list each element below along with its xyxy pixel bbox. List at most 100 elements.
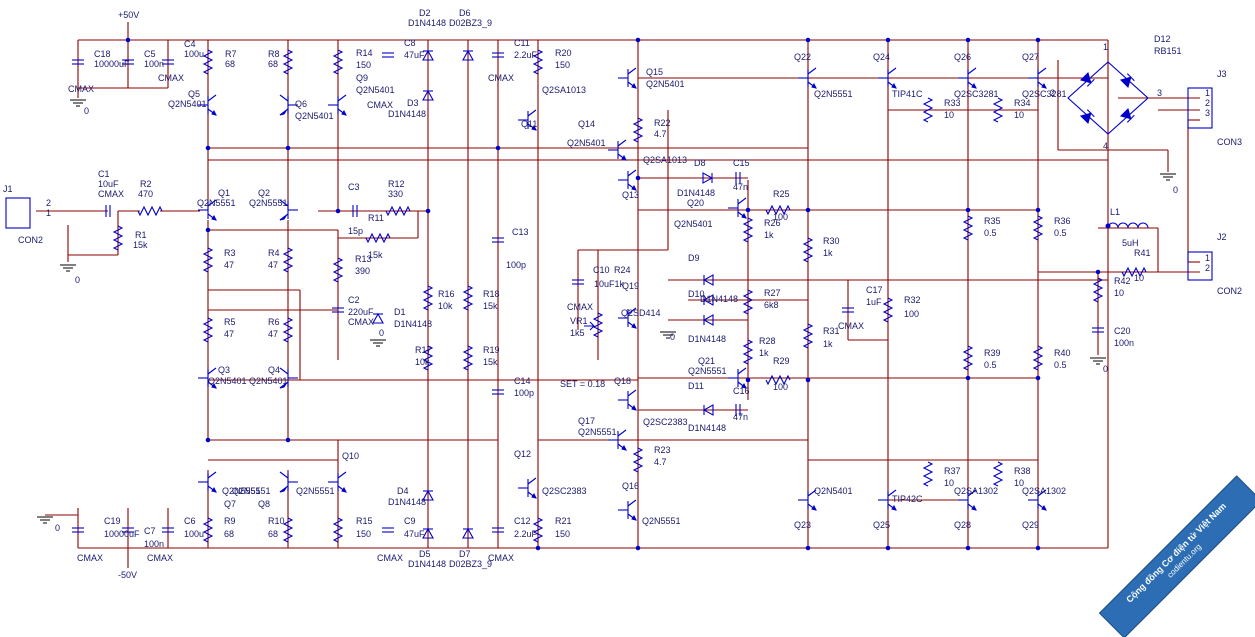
label-r24: R24 <box>614 265 631 275</box>
label-r6v: 47 <box>268 329 278 339</box>
label-d10v: D1N4148 <box>700 294 738 304</box>
capacitor-c16 <box>735 404 741 416</box>
label-r2v: 470 <box>138 189 153 199</box>
capacitor-c17 <box>842 307 854 313</box>
label-br3: 3 <box>1157 88 1162 98</box>
label-q22: Q22 <box>794 52 811 62</box>
schematic-canvas: J121CON2C110uFCMAXR2470R115k0+50VC181000… <box>3 8 1242 580</box>
resistor-r22 <box>632 117 644 143</box>
connector-j2 <box>1187 251 1213 281</box>
label-r30v: 1k <box>823 248 833 258</box>
junction-3 <box>205 227 211 233</box>
label-c4: C4 <box>184 39 196 49</box>
label-r20: R20 <box>555 48 572 58</box>
transistor-q16 <box>618 499 637 521</box>
label-r5: R5 <box>224 317 236 327</box>
label-c6: C6 <box>184 516 196 526</box>
label-vr1: VR1 <box>570 316 588 326</box>
wiring <box>36 22 1200 568</box>
label-r27: R27 <box>764 288 781 298</box>
capacitor-c1 <box>105 205 111 217</box>
label-q28: Q28 <box>954 520 971 530</box>
label-r9v: 68 <box>224 529 234 539</box>
label-q21: Q21 <box>698 356 715 366</box>
label-c18: C18 <box>94 49 111 59</box>
label-r23v: 4.7 <box>654 457 667 467</box>
label-r33v: 10 <box>944 110 954 120</box>
label-cmax8: CMAX <box>147 553 173 563</box>
label-r35: R35 <box>984 216 1001 226</box>
label-q17: Q17 <box>578 416 595 426</box>
label-q26v: Q2SC3281 <box>954 89 999 99</box>
junction-25 <box>885 545 891 551</box>
label-r36v: 0.5 <box>1054 228 1067 238</box>
label-vee: -50V <box>118 570 137 580</box>
label-r32: R32 <box>904 295 921 305</box>
ground-bottom <box>37 516 53 524</box>
label-c8v: 47uF <box>404 50 425 60</box>
label-g0b: 0 <box>84 106 89 116</box>
label-d10: D10 <box>688 289 705 299</box>
label-r29v: 100 <box>773 382 788 392</box>
label-q10v: Q2N5551 <box>296 486 335 496</box>
label-j1: J1 <box>3 184 13 194</box>
junction-22 <box>965 37 971 43</box>
transistor-q19 <box>618 307 637 329</box>
label-r39v: 0.5 <box>984 360 997 370</box>
label-c9: C9 <box>404 516 416 526</box>
transistor-q26 <box>958 67 977 89</box>
label-j3p2: 2 <box>1205 98 1210 108</box>
label-c12v: 2.2uF <box>514 529 538 539</box>
junction-21 <box>885 37 891 43</box>
diode-d4 <box>422 489 434 501</box>
transistor-q23 <box>798 489 817 511</box>
label-c4v: 100u <box>184 49 204 59</box>
transistor-q1 <box>198 199 217 221</box>
junction-15 <box>1035 375 1041 381</box>
resistor-r38 <box>992 461 1004 487</box>
label-g0d: 0 <box>670 332 675 342</box>
bridge-diode-2 <box>1079 109 1095 125</box>
junction-10 <box>965 207 971 213</box>
diode-d2 <box>422 49 434 61</box>
label-q3: Q3 <box>218 365 230 375</box>
capacitor-c6 <box>162 527 174 533</box>
label-r28v: 1k <box>759 348 769 358</box>
transistor-q6 <box>279 94 298 116</box>
ground-psu <box>1160 173 1176 181</box>
label-c15: C15 <box>733 158 750 168</box>
junction-8 <box>745 207 751 213</box>
capacitor-c9 <box>382 527 394 533</box>
resistor-r42 <box>1092 277 1104 303</box>
label-c18v: 10000uF <box>94 59 130 69</box>
label-d4v: D1N4148 <box>388 497 426 507</box>
transistor-q20 <box>728 197 747 219</box>
label-r2: R2 <box>140 179 152 189</box>
label-q29: Q29 <box>1022 520 1039 530</box>
resistor-r39 <box>962 345 974 371</box>
resistor-r2 <box>137 205 163 217</box>
label-d6v: D02BZ3_9 <box>449 18 492 28</box>
label-q27v: Q2SC3281 <box>1022 89 1067 99</box>
junction-18 <box>1095 269 1101 275</box>
label-r30: R30 <box>823 236 840 246</box>
label-r18: R18 <box>483 289 500 299</box>
resistor-r31 <box>802 323 814 349</box>
label-r11: R11 <box>368 213 384 223</box>
capacitor-c10 <box>572 279 584 285</box>
label-c12: C12 <box>514 516 531 526</box>
label-q22v: Q2N5551 <box>814 89 853 99</box>
label-j3: J3 <box>1217 69 1227 79</box>
label-q19v: Q2SD414 <box>621 308 661 318</box>
label-q4: Q4 <box>268 365 280 375</box>
label-c17v: 1uF <box>866 297 882 307</box>
resistor-r12 <box>385 205 411 217</box>
label-cmax2: CMAX <box>68 84 94 94</box>
junction-6 <box>495 145 501 151</box>
resistor-r11 <box>365 232 391 244</box>
label-r3: R3 <box>224 248 236 258</box>
resistor-r36 <box>1032 215 1044 241</box>
label-r41v: 10 <box>1134 273 1144 283</box>
transistor-q11 <box>518 109 537 131</box>
label-g0a: 0 <box>75 275 80 285</box>
